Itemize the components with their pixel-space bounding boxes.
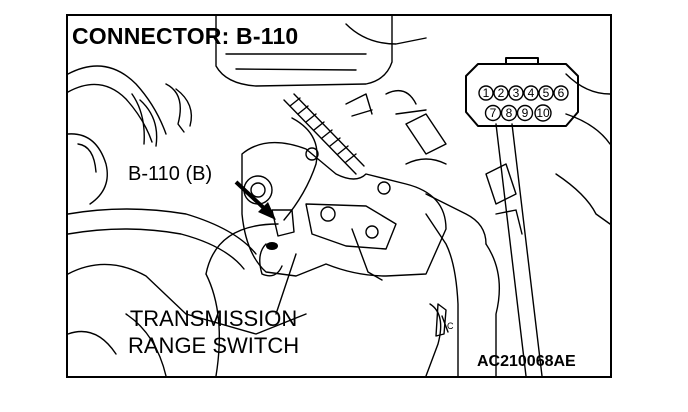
pin-number: 6 [557, 86, 565, 100]
connector-arrow [234, 180, 276, 220]
pin-number: 10 [536, 106, 550, 120]
pin-number: 4 [527, 86, 535, 100]
pin-number: 3 [512, 86, 520, 100]
pin-number: 2 [497, 86, 505, 100]
pin-number: 1 [482, 86, 490, 100]
part-name-line-2: RANGE SWITCH [128, 333, 300, 358]
pin-number: 5 [542, 86, 550, 100]
pin-number: 9 [521, 106, 529, 120]
figure-code: AC210068AE [477, 353, 576, 370]
part-name: TRANSMISSION RANGE SWITCH [128, 305, 299, 359]
engine-line-drawing [66, 14, 612, 378]
connector-label: B-110 (B) [128, 163, 213, 185]
pin-number: 7 [489, 106, 497, 120]
pin-number: 8 [505, 106, 513, 120]
inline-mark: C [447, 321, 454, 331]
page-title: CONNECTOR: B-110 [72, 23, 299, 49]
part-name-line-1: TRANSMISSION [129, 306, 298, 331]
illustration-frame: CONNECTOR: B-110 B-110 (B) TRANSMISSION … [66, 14, 612, 378]
